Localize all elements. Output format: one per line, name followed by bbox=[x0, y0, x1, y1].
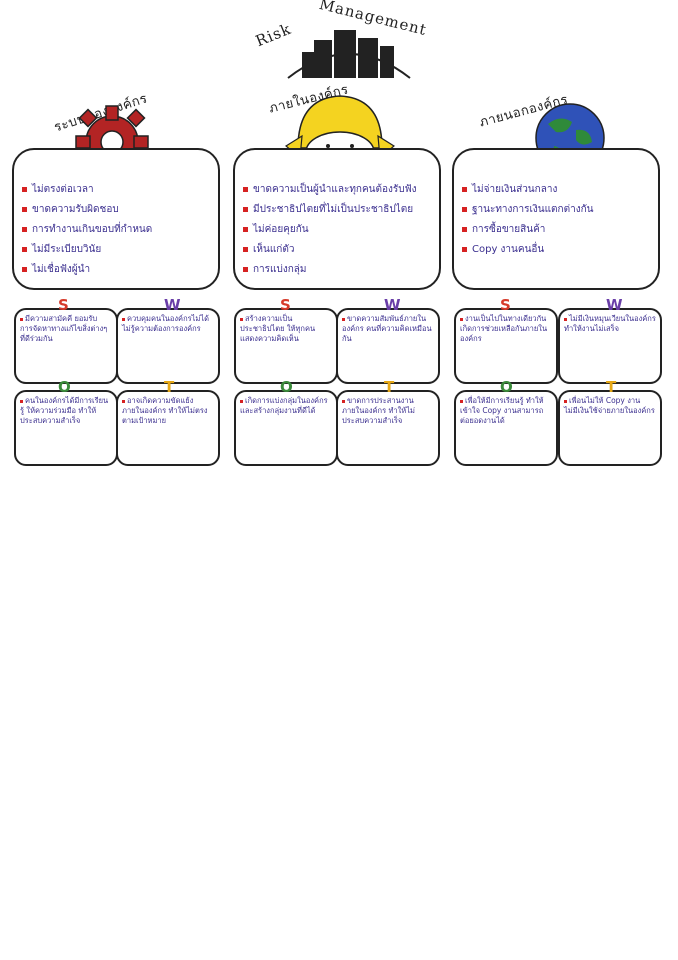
swot-text: ขาดความสัมพันธ์ภายในองค์กร คนที่ความคิดเ… bbox=[342, 314, 434, 344]
swot-letter-s: S bbox=[280, 296, 291, 314]
list-item: ขาดความเป็นผู้นำและทุกคนต้องรับฟัง bbox=[243, 180, 431, 200]
list-item: Copy งานคนอื่น bbox=[462, 240, 650, 260]
list-item: ไม่มีระเบียบวินัย bbox=[22, 240, 210, 260]
swot-box-s: งานเป็นไปในทางเดียวกัน เกิดการช่วยเหลือก… bbox=[454, 308, 558, 384]
swot-letter-t: T bbox=[164, 378, 175, 396]
swot-box-s: มีความสามัคคี ยอมรับ การจัดหาทางแก้ไขสิ่… bbox=[14, 308, 118, 384]
column-bubble: ไม่ตรงต่อเวลา ขาดความรับผิดชอบ การทำงานเ… bbox=[12, 148, 220, 290]
swot-text: สร้างความเป็นประชาธิปไตย ให้ทุกคนแสดงควา… bbox=[240, 314, 332, 344]
building-icon bbox=[287, 30, 411, 79]
swot-box-o: เพื่อให้มีการเรียนรู้ ทำให้เข้าใจ Copy ง… bbox=[454, 390, 558, 466]
swot-letter-t: T bbox=[606, 378, 617, 396]
list-item: ไม่จ่ายเงินส่วนกลาง bbox=[462, 180, 650, 200]
list-item: ไม่เชื่อฟังผู้นำ bbox=[22, 260, 210, 280]
swot-text: เพื่อให้มีการเรียนรู้ ทำให้เข้าใจ Copy ง… bbox=[460, 396, 552, 426]
swot-text: คนในองค์กรได้มีการเรียนรู้ ให้ความร่วมมื… bbox=[20, 396, 112, 426]
swot-letter-s: S bbox=[58, 296, 69, 314]
swot-text: งานเป็นไปในทางเดียวกัน เกิดการช่วยเหลือก… bbox=[460, 314, 552, 344]
swot-box-w: ไม่มีเงินหมุนเวียนในองค์กร ทำให้งานไม่เส… bbox=[558, 308, 662, 384]
swot-letter-s: S bbox=[500, 296, 511, 314]
swot-letter-w: W bbox=[606, 296, 623, 314]
column-bubble: ขาดความเป็นผู้นำและทุกคนต้องรับฟัง มีประ… bbox=[233, 148, 441, 290]
swot-box-s: สร้างความเป็นประชาธิปไตย ให้ทุกคนแสดงควา… bbox=[234, 308, 338, 384]
swot-box-w: ขาดความสัมพันธ์ภายในองค์กร คนที่ความคิดเ… bbox=[336, 308, 440, 384]
swot-box-t: อาจเกิดความขัดแย้งภายในองค์กร ทำให้ไม่ตร… bbox=[116, 390, 220, 466]
list-item: ขาดความรับผิดชอบ bbox=[22, 200, 210, 220]
swot-text: ขาดการประสานงานภายในองค์กร ทำให้ไม่ประสบ… bbox=[342, 396, 434, 426]
list-item: ไม่ค่อยคุยกัน bbox=[243, 220, 431, 240]
list-item: ฐานะทางการเงินแตกต่างกัน bbox=[462, 200, 650, 220]
list-item: การแบ่งกลุ่ม bbox=[243, 260, 431, 280]
list-item: มีประชาธิปไตยที่ไม่เป็นประชาธิปไตย bbox=[243, 200, 431, 220]
swot-letter-o: O bbox=[280, 378, 293, 396]
list-item: เห็นแก่ตัว bbox=[243, 240, 431, 260]
list-item: การทำงานเกินขอบที่กำหนด bbox=[22, 220, 210, 240]
swot-box-w: ควบคุมคนในองค์กรไม่ได้ ไม่รู้ความต้องการ… bbox=[116, 308, 220, 384]
swot-letter-t: T bbox=[384, 378, 395, 396]
list-item: ไม่ตรงต่อเวลา bbox=[22, 180, 210, 200]
swot-box-t: เพื่อนไม่ให้ Copy งาน ไม่มีเงินใช้จ่ายภา… bbox=[558, 390, 662, 466]
swot-box-t: ขาดการประสานงานภายในองค์กร ทำให้ไม่ประสบ… bbox=[336, 390, 440, 466]
swot-letter-w: W bbox=[384, 296, 401, 314]
swot-text: มีความสามัคคี ยอมรับ การจัดหาทางแก้ไขสิ่… bbox=[20, 314, 112, 344]
swot-box-o: เกิดการแบ่งกลุ่มในองค์กร และสร้างกลุ่มงา… bbox=[234, 390, 338, 466]
poster-sheet: Risk Management ระบบขององค์กร ภายในองค์ก… bbox=[0, 0, 678, 480]
swot-text: เกิดการแบ่งกลุ่มในองค์กร และสร้างกลุ่มงา… bbox=[240, 396, 332, 416]
swot-box-o: คนในองค์กรได้มีการเรียนรู้ ให้ความร่วมมื… bbox=[14, 390, 118, 466]
swot-letter-o: O bbox=[58, 378, 71, 396]
list-item: การซื้อขายสินค้า bbox=[462, 220, 650, 240]
swot-text: ไม่มีเงินหมุนเวียนในองค์กร ทำให้งานไม่เส… bbox=[564, 314, 656, 333]
column-bubble: ไม่จ่ายเงินส่วนกลาง ฐานะทางการเงินแตกต่า… bbox=[452, 148, 660, 290]
swot-text: เพื่อนไม่ให้ Copy งาน ไม่มีเงินใช้จ่ายภา… bbox=[564, 396, 655, 415]
swot-text: ควบคุมคนในองค์กรไม่ได้ ไม่รู้ความต้องการ… bbox=[122, 314, 214, 334]
swot-text: อาจเกิดความขัดแย้งภายในองค์กร ทำให้ไม่ตร… bbox=[122, 396, 214, 426]
swot-letter-w: W bbox=[164, 296, 181, 314]
swot-letter-o: O bbox=[500, 378, 513, 396]
